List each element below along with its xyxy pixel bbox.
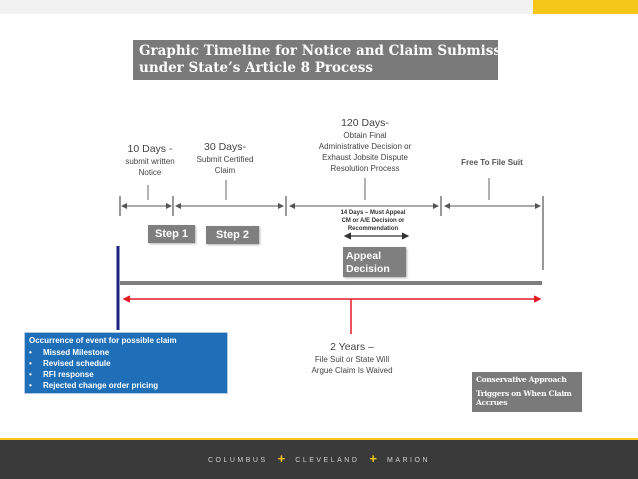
event-item: • Rejected change order pricing (29, 380, 223, 391)
period-120-days-text-2: Administrative Decision or (318, 142, 412, 151)
period-30-days-heading: 30 Days- (203, 141, 246, 153)
two-years-label: 2 Years – File Suit or State Will Argue … (290, 340, 414, 376)
event-occurrence-box: Occurrence of event for possible claim •… (24, 332, 228, 394)
period-10-days-heading: 10 Days - (127, 143, 173, 155)
two-years-text-2: Argue Claim Is Waived (311, 366, 393, 375)
two-years-text-1: File Suit or State Will (314, 355, 390, 364)
footer-city-columbus: COLUMBUS (207, 457, 268, 464)
appeal-window-text-2: CM or A/E Decision or (341, 218, 405, 224)
title-line-2: under State’s Article 8 Process (139, 60, 373, 76)
appeal-decision-box: Appeal Decision (343, 247, 406, 277)
bullet-icon: • (29, 370, 32, 379)
period-120-days: 120 Days- Obtain Final Administrative De… (300, 116, 430, 174)
plus-icon: + (277, 451, 286, 466)
event-item-label: Revised schedule (43, 359, 111, 368)
event-item: • Missed Milestone (29, 347, 223, 358)
title-line-1: Graphic Timeline for Notice and Claim Su… (139, 43, 525, 59)
appeal-decision-line-2: Decision (346, 263, 390, 275)
bullet-icon: • (29, 359, 32, 368)
event-list: • Missed Milestone • Revised schedule • RFI… (29, 347, 223, 391)
period-30-days: 30 Days- Submit Certified Claim (183, 140, 267, 176)
diagram-title: Graphic Timeline for Notice and Claim Su… (133, 40, 525, 80)
plus-icon: + (369, 451, 377, 466)
event-item-label: RFI response (43, 370, 94, 379)
appeal-window-text-3: Recommendation (347, 226, 399, 232)
appeal-window-text-1: 14 Days – Must Appeal (340, 210, 406, 216)
footer-bar (0, 440, 638, 479)
bullet-icon: • (29, 381, 32, 390)
main-timeline-bar (120, 281, 542, 285)
two-years-heading: 2 Years – (330, 341, 374, 353)
footer-cities: COLUMBUS + CLEVELAND + MARION (0, 451, 638, 467)
period-120-days-heading: 120 Days- (341, 117, 389, 129)
step-1-box: Step 1 (148, 225, 195, 243)
footer-accent-line (0, 438, 638, 440)
event-item-label: Rejected change order pricing (43, 381, 159, 390)
period-120-days-text-1: Obtain Final (343, 131, 387, 140)
event-item: • RFI response (29, 369, 223, 380)
period-10-days-text-1: submit written (125, 157, 175, 166)
event-item: • Revised schedule (29, 358, 223, 369)
appeal-window-label: 14 Days – Must Appeal CM or A/E Decision… (318, 209, 428, 233)
conservative-line-1: Conservative Approach (476, 375, 567, 384)
period-free-to-file-suit: Free To File Suit (444, 157, 540, 168)
period-30-days-text-2: Claim (214, 166, 236, 175)
period-120-days-text-4: Resolution Process (330, 164, 400, 173)
appeal-decision-line-1: Appeal (346, 250, 382, 262)
conservative-approach-box: Conservative Approach Triggers on When C… (472, 372, 582, 412)
period-120-days-text-3: Exhaust Jobsite Dispute (322, 153, 408, 162)
bullet-icon: • (29, 348, 32, 357)
step-2-box: Step 2 (206, 226, 259, 244)
footer-city-cleveland: CLEVELAND (295, 457, 360, 464)
free-to-file-suit-text: Free To File Suit (461, 158, 523, 167)
top-bar (0, 0, 638, 14)
event-item-label: Missed Milestone (43, 348, 110, 357)
top-accent-block (533, 0, 638, 14)
footer-city-marion: MARION (387, 457, 430, 464)
period-10-days: 10 Days - submit written Notice (110, 142, 190, 178)
period-10-days-text-2: Notice (138, 168, 162, 177)
conservative-line-2: Triggers on When Claim Accrues (476, 389, 572, 407)
event-box-header: Occurrence of event for possible claim (29, 336, 177, 345)
period-30-days-text-1: Submit Certified (196, 155, 254, 164)
